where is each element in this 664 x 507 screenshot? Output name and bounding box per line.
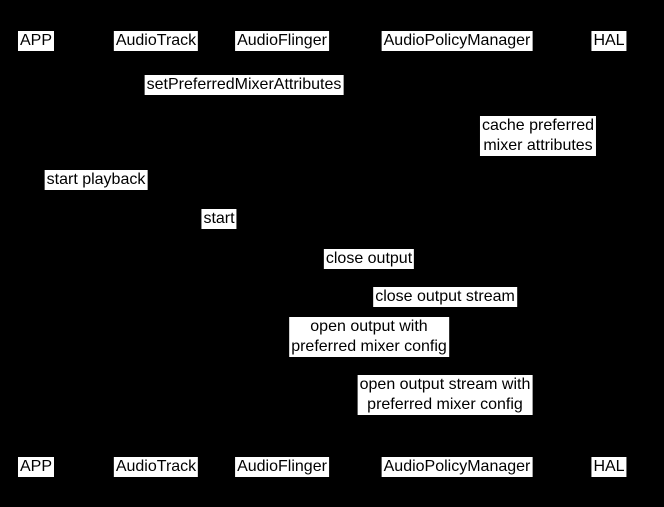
message-cache-preferred-mixer-attributes: cache preferred mixer attributes	[479, 116, 597, 156]
participant-bottom-audioflinger: AudioFlinger	[235, 457, 329, 477]
participant-top-app: APP	[17, 31, 55, 51]
message-open-output-stream-with-preferred-mixer-config: open output stream with preferred mixer …	[357, 375, 533, 415]
participant-top-audiotrack: AudioTrack	[113, 31, 199, 51]
message-close-output: close output	[323, 249, 415, 269]
participant-top-hal: HAL	[591, 31, 627, 51]
participant-bottom-audiotrack: AudioTrack	[113, 457, 199, 477]
message-set-preferred-mixer-attributes: setPreferredMixerAttributes	[144, 75, 344, 95]
message-close-output-stream: close output stream	[373, 287, 517, 307]
participant-bottom-hal: HAL	[591, 457, 627, 477]
participant-bottom-app: APP	[17, 457, 55, 477]
participant-bottom-audiopolicymanager: AudioPolicyManager	[381, 457, 533, 477]
participant-top-audioflinger: AudioFlinger	[235, 31, 329, 51]
message-open-output-with-preferred-mixer-config: open output with preferred mixer config	[289, 317, 449, 357]
message-start: start	[201, 209, 237, 229]
message-start-playback: start playback	[44, 170, 148, 190]
participant-top-audiopolicymanager: AudioPolicyManager	[381, 31, 533, 51]
